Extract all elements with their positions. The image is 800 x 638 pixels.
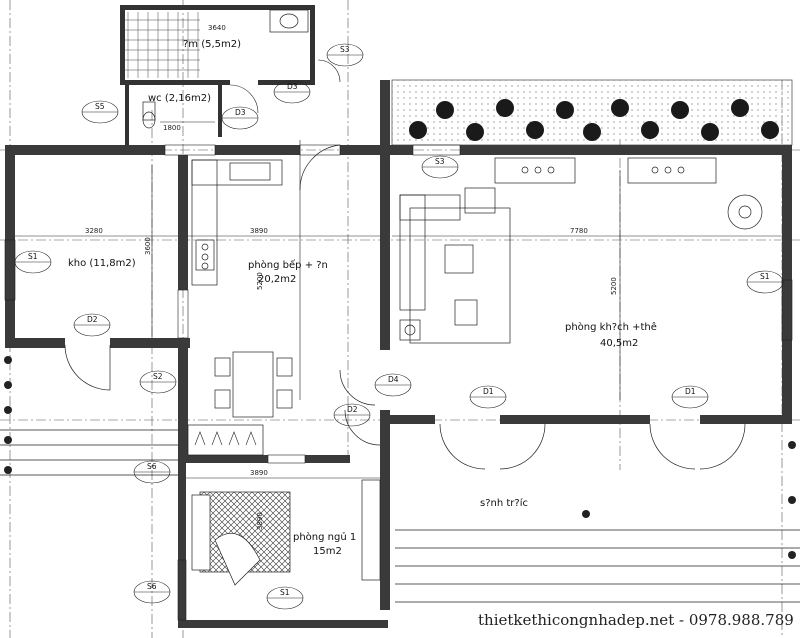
dimension-labels: 3640 3280 3890 7780 3890 1800 5200 5200 … (85, 24, 618, 530)
dim-3890-vertical: 3890 (256, 512, 264, 530)
room-labels: ?m (5,5m2) wc (2,16m2) kho (11,8m2) phòn… (68, 39, 657, 557)
label-kitchen-area: 20,2m2 (258, 274, 296, 285)
tag-s2: S2 (153, 372, 163, 381)
doors (64, 144, 746, 470)
kitchen-counter (191, 159, 283, 286)
walls (5, 80, 792, 628)
dim-3890-bottom: 3890 (250, 469, 268, 477)
dim-7780: 7780 (570, 227, 588, 235)
wc-block (120, 5, 341, 145)
living-furniture (399, 157, 763, 344)
dim-3280: 3280 (85, 227, 103, 235)
tag-s1-bottom: S1 (280, 588, 290, 597)
dim-5200-left: 5200 (256, 272, 264, 290)
dim-3640: 3640 (208, 24, 226, 32)
dining-table (214, 351, 293, 418)
label-porch: s?nh tr?íc (480, 497, 528, 509)
tag-d1-b: D1 (685, 387, 696, 396)
tags (14, 43, 784, 610)
dim-5200-right: 5200 (610, 277, 618, 295)
label-living: phòng kh?ch +thê (565, 321, 657, 333)
shrubs (4, 356, 796, 559)
tag-s5: S5 (95, 102, 105, 111)
planter-strip (391, 79, 793, 146)
dimension-lines (12, 121, 782, 479)
label-bedroom-area: 15m2 (313, 546, 342, 557)
tag-s1-left: S1 (28, 252, 38, 261)
label-wc-small: wc (2,16m2) (148, 93, 211, 104)
tag-d1-a: D1 (483, 387, 494, 396)
tag-d3-b: D3 (235, 108, 246, 117)
watermark: thietkethicongnhadep.net - 0978.988.789 (478, 611, 794, 629)
wardrobe (187, 424, 264, 456)
label-bedroom: phòng ngủ 1 (293, 531, 356, 543)
steps (0, 429, 800, 603)
dim-1800: 1800 (163, 124, 181, 132)
tag-s6-a: S6 (147, 462, 157, 471)
tag-s3-mid: S3 (435, 157, 445, 166)
tag-labels: S1 S1 S1 S2 S3 S3 S5 S6 S6 D1 D1 D2 D2 D… (28, 45, 770, 597)
tag-s1-right: S1 (760, 272, 770, 281)
tag-d3-a: D3 (287, 82, 298, 91)
label-kitchen: phòng bếp + ?n (248, 259, 328, 271)
tag-d2-a: D2 (87, 315, 98, 324)
dim-3890-top: 3890 (250, 227, 268, 235)
dim-3600: 3600 (144, 237, 152, 255)
label-store: kho (11,8m2) (68, 258, 136, 269)
windows (4, 144, 793, 621)
label-wc-top: ?m (5,5m2) (183, 39, 241, 50)
label-living-area: 40,5m2 (600, 338, 638, 349)
tag-d2-b: D2 (347, 405, 358, 414)
tag-d4: D4 (388, 375, 399, 384)
bed (191, 479, 381, 586)
tag-s6-b: S6 (147, 582, 157, 591)
tag-s3-top: S3 (340, 45, 350, 54)
